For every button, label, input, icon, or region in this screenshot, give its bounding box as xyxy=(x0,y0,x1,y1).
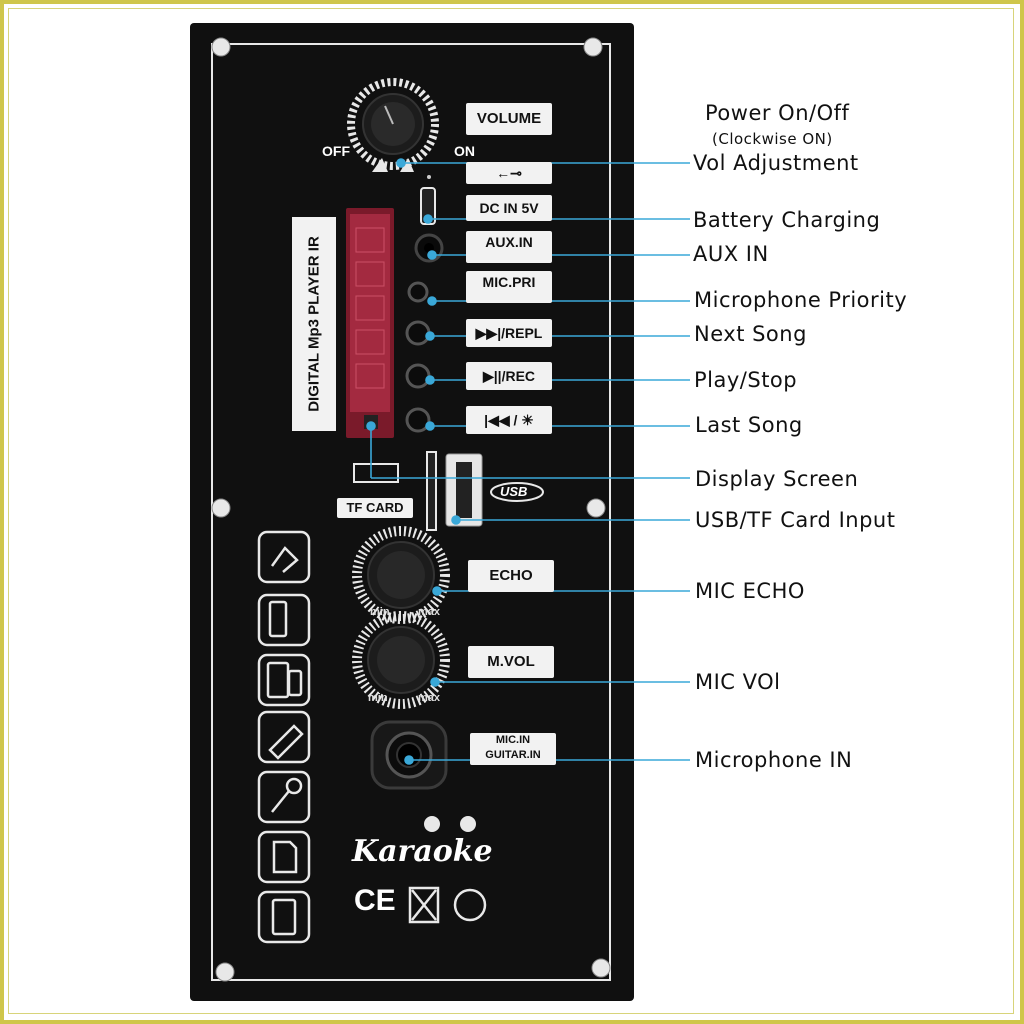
sd-card-icon xyxy=(257,830,311,884)
tf-card-label: TF CARD xyxy=(337,498,413,518)
annotation-play: Play/Stop xyxy=(694,368,798,392)
screw-mid-left xyxy=(211,498,231,518)
annotation-aux: AUX IN xyxy=(693,242,769,266)
annotation-usb-tf: USB/TF Card Input xyxy=(695,508,896,532)
mic-pri-btn xyxy=(407,281,429,303)
echo-label: ECHO xyxy=(468,560,554,592)
prev-btn xyxy=(405,407,431,433)
volume-label: VOLUME xyxy=(466,103,552,135)
annotation-vol-adjust: Vol Adjustment xyxy=(693,151,859,175)
aux-in-label: AUX.IN xyxy=(466,231,552,263)
mic-pri-label: MIC.PRI xyxy=(466,271,552,303)
dc-in-label: DC IN 5V xyxy=(466,195,552,221)
echo-min-label: min xyxy=(370,606,390,618)
recycle-icon xyxy=(453,888,487,922)
echo-max-label: max xyxy=(418,606,441,618)
mvol-max-label: max xyxy=(418,692,441,704)
bluetooth-icon xyxy=(257,530,311,584)
screw-top-left xyxy=(211,37,231,57)
mic-in-line1: MIC.IN xyxy=(495,734,531,746)
screw-bottom-left xyxy=(215,962,235,982)
microphone-icon xyxy=(257,770,311,824)
karaoke-mics xyxy=(424,816,476,832)
phone-tablet-icon xyxy=(257,653,311,707)
mic-in-line2: GUITAR.IN xyxy=(485,749,541,761)
annotation-power-sub: (Clockwise ON) xyxy=(712,130,833,148)
battery-icon xyxy=(257,890,311,944)
off-label: OFF xyxy=(322,143,350,159)
screw-top-right xyxy=(583,37,603,57)
panel-outline xyxy=(211,43,611,981)
annotation-mic-echo: MIC ECHO xyxy=(695,579,805,603)
display-label-box: DIGITAL Mp3 PLAYER IR xyxy=(292,217,336,431)
usb-drive-icon xyxy=(257,710,311,764)
mp3-player-icon xyxy=(257,593,311,647)
annotation-next: Next Song xyxy=(694,322,807,346)
weee-icon xyxy=(408,886,440,924)
usb-mode-label: ←⊸ xyxy=(466,162,552,184)
ce-mark: CE xyxy=(354,884,396,917)
annotation-power: Power On/Off xyxy=(705,101,850,125)
annotation-battery: Battery Charging xyxy=(693,208,881,232)
usb-logo-text: USB xyxy=(500,484,528,499)
usb-logo xyxy=(490,482,544,502)
play-btn xyxy=(405,363,431,389)
micro-usb-port xyxy=(420,187,436,225)
image-inner-frame xyxy=(8,8,1014,1014)
annotation-mic-vol: MIC VOl xyxy=(695,670,781,694)
display-label: DIGITAL Mp3 PLAYER IR xyxy=(305,236,323,412)
screw-bottom-right xyxy=(591,958,611,978)
annotation-display: Display Screen xyxy=(695,467,859,491)
on-label: ON xyxy=(454,143,475,159)
mvol-min-label: min xyxy=(368,692,388,704)
tf-slot xyxy=(426,451,437,531)
m-vol-label: M.VOL xyxy=(468,646,554,678)
volume-knob xyxy=(347,78,439,172)
screws xyxy=(211,37,611,982)
prev-light-label: |◀◀ / ☀ xyxy=(466,406,552,434)
screw-mid-right xyxy=(586,498,606,518)
mic-in-label: MIC.IN GUITAR.IN xyxy=(470,733,556,765)
annotation-last: Last Song xyxy=(695,413,803,437)
annotation-mic-in: Microphone IN xyxy=(695,748,853,772)
karaoke-logo: Karaoke xyxy=(352,834,493,869)
mic-vol-knob xyxy=(352,611,450,709)
play-rec-label: ▶||/REC xyxy=(466,362,552,390)
tf-card-icon xyxy=(353,463,399,483)
echo-knob xyxy=(352,526,450,624)
next-btn xyxy=(405,320,431,346)
annotation-mic-priority: Microphone Priority xyxy=(694,288,908,312)
side-icons xyxy=(257,530,311,944)
mic-jack xyxy=(370,720,448,790)
next-repl-label: ▶▶|/REPL xyxy=(466,319,552,347)
compliance-icons xyxy=(408,886,487,924)
